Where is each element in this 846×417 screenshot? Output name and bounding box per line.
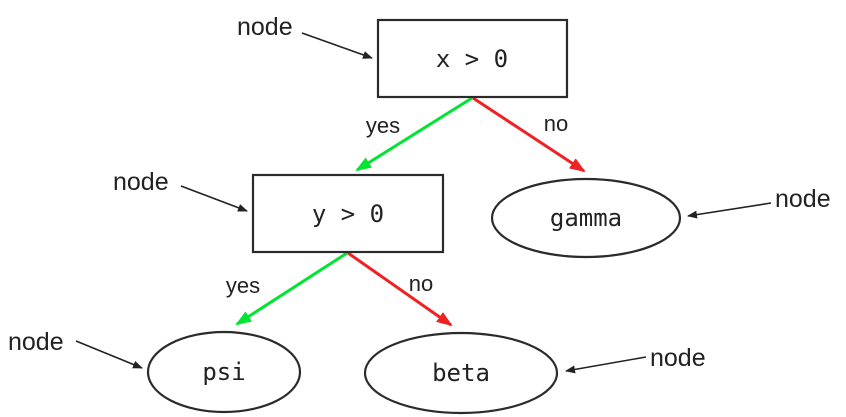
leaf-node-psi (146, 330, 302, 414)
leaf-label-beta: beta (432, 359, 490, 387)
annotation-root: node (237, 13, 293, 41)
annotation-pointer-gamma (687, 202, 772, 219)
edge-label-no-top: no (544, 111, 568, 136)
edge-child-no (347, 251, 453, 327)
edge-label-no-bottom: no (409, 271, 433, 296)
annotation-psi: node (8, 328, 64, 356)
leaf-node-gamma (490, 177, 682, 259)
leaf-label-gamma: gamma (550, 204, 622, 232)
leaf-node-beta (363, 331, 559, 415)
annotation-gamma: node (775, 185, 831, 213)
root-decision-label: x > 0 (436, 45, 508, 73)
child-decision-label: y > 0 (312, 200, 384, 228)
annotation-pointer-psi (75, 340, 143, 369)
annotation-pointer-child (180, 185, 248, 212)
annotation-pointer-beta (565, 356, 647, 374)
root-decision-node (376, 18, 569, 99)
leaf-label-psi: psi (202, 358, 245, 386)
edge-child-yes (235, 251, 348, 326)
edge-root-yes (355, 96, 473, 172)
edge-label-yes-bottom: yes (226, 273, 260, 298)
edge-root-no (472, 96, 586, 173)
annotation-pointer-root (301, 32, 373, 59)
annotation-child: node (113, 168, 169, 196)
annotation-beta: node (650, 344, 706, 372)
child-decision-node (251, 173, 445, 254)
edge-label-yes-top: yes (366, 113, 400, 138)
